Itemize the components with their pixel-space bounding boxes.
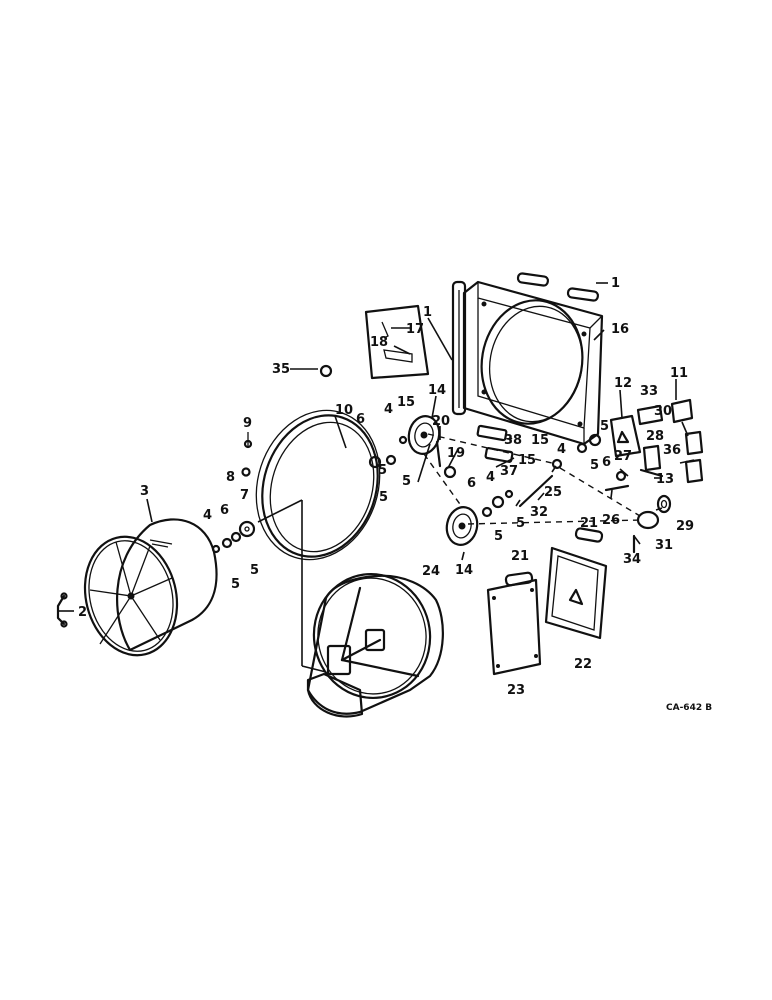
part-bracket-panel	[364, 304, 430, 380]
callout-13: 13	[656, 472, 674, 487]
callout-35: 35	[272, 362, 290, 377]
part-belt	[255, 409, 381, 561]
callout-15b: 15	[531, 433, 549, 448]
callout-23: 23	[507, 683, 525, 698]
callout-30: 30	[654, 404, 672, 419]
part-seal-strip-top	[516, 272, 599, 302]
part-seal-strip-side	[451, 280, 467, 416]
callout-5c: 5	[378, 463, 387, 478]
callout-5i: 5	[590, 458, 599, 473]
callout-5f: 5	[494, 529, 503, 544]
callout-25: 25	[544, 485, 562, 500]
callout-5g: 5	[516, 516, 525, 531]
callout-labels: 1 1 2 3 4 4 4 4 5 5 5 5 5 5 5 5 5 6 6 6 …	[78, 276, 712, 713]
callout-34: 34	[623, 552, 641, 567]
callout-33: 33	[640, 384, 658, 399]
callout-32: 32	[530, 505, 548, 520]
callout-37: 37	[500, 464, 518, 479]
callout-6a: 6	[220, 503, 229, 518]
callout-26: 26	[602, 513, 620, 528]
part-fan-drum	[83, 518, 218, 657]
callout-7: 7	[240, 488, 249, 503]
callout-1b: 1	[423, 305, 432, 320]
callout-5b: 5	[250, 563, 259, 578]
callout-20: 20	[432, 414, 450, 429]
callout-19: 19	[447, 446, 465, 461]
callout-12: 12	[614, 376, 632, 391]
callout-15c: 15	[518, 453, 536, 468]
callout-1a: 1	[611, 276, 620, 291]
callout-5e: 5	[379, 490, 388, 505]
callout-21a: 21	[580, 516, 598, 531]
callout-5d: 5	[402, 474, 411, 489]
part-right-hardware	[604, 398, 704, 554]
callout-5h: 5	[600, 419, 609, 434]
callout-4b: 4	[384, 402, 393, 417]
callout-3: 3	[140, 484, 149, 499]
callout-36: 36	[663, 443, 681, 458]
part-hub-hardware	[211, 432, 256, 554]
fan-blades	[89, 541, 173, 645]
callout-21b: 21	[511, 549, 529, 564]
part-pulley-lower	[445, 506, 479, 546]
callout-6b: 6	[356, 412, 365, 427]
part-pulley-upper	[407, 415, 441, 455]
callout-22: 22	[574, 657, 592, 672]
callout-4d: 4	[557, 442, 566, 457]
drawing-code: CA-642 B	[666, 703, 712, 713]
callout-16: 16	[611, 322, 629, 337]
callout-29: 29	[676, 519, 694, 534]
callout-8: 8	[226, 470, 235, 485]
callout-4a: 4	[203, 508, 212, 523]
callout-24: 24	[422, 564, 440, 579]
callout-2: 2	[78, 605, 87, 620]
callout-14b: 14	[455, 563, 473, 578]
callout-27: 27	[614, 449, 632, 464]
callout-5a: 5	[231, 577, 240, 592]
callout-14a: 14	[428, 383, 446, 398]
callout-38: 38	[504, 433, 522, 448]
callout-9: 9	[243, 416, 252, 431]
callout-10: 10	[335, 403, 353, 418]
callout-28: 28	[646, 429, 664, 444]
part-fan-housing	[306, 572, 444, 718]
callout-6d: 6	[602, 455, 611, 470]
callout-17: 17	[406, 322, 424, 337]
part-frame	[462, 280, 604, 446]
callout-11: 11	[670, 366, 688, 381]
part-handle	[56, 592, 68, 628]
belt-routing-lines	[257, 499, 327, 673]
leader-lines	[58, 282, 695, 612]
part-middle-hardware	[368, 424, 602, 518]
callout-31: 31	[655, 538, 673, 553]
part-access-panel	[486, 571, 542, 676]
pulley-alignment-lines	[423, 433, 643, 525]
part-screen-frame	[544, 527, 608, 640]
part-knob	[319, 364, 333, 378]
callout-4c: 4	[486, 470, 495, 485]
callout-15a: 15	[397, 395, 415, 410]
callout-18: 18	[370, 335, 388, 350]
callout-6c: 6	[467, 476, 476, 491]
